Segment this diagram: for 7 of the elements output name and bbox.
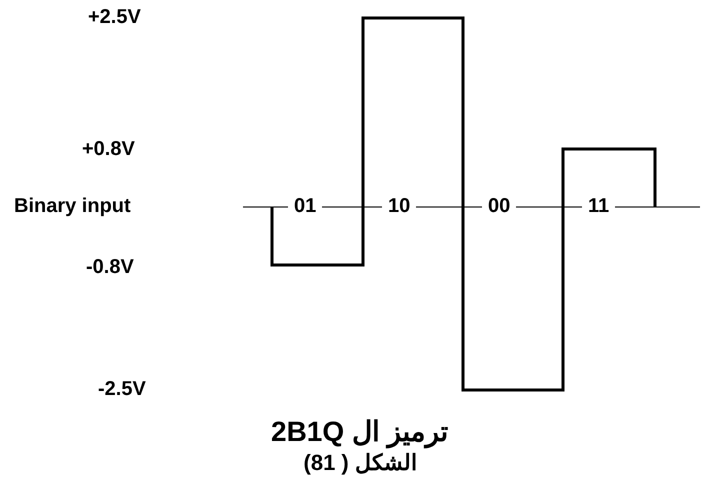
figure-caption: الشكل ( 81) xyxy=(304,452,417,474)
voltage-level-label: +2.5V xyxy=(88,7,141,27)
voltage-level-label: -0.8V xyxy=(86,257,134,277)
voltage-level-label: +0.8V xyxy=(82,139,135,159)
axis-label: Binary input xyxy=(14,196,131,216)
voltage-level-label: -2.5V xyxy=(98,379,146,399)
diagram-title: ترميز ال 2B1Q xyxy=(271,418,449,446)
